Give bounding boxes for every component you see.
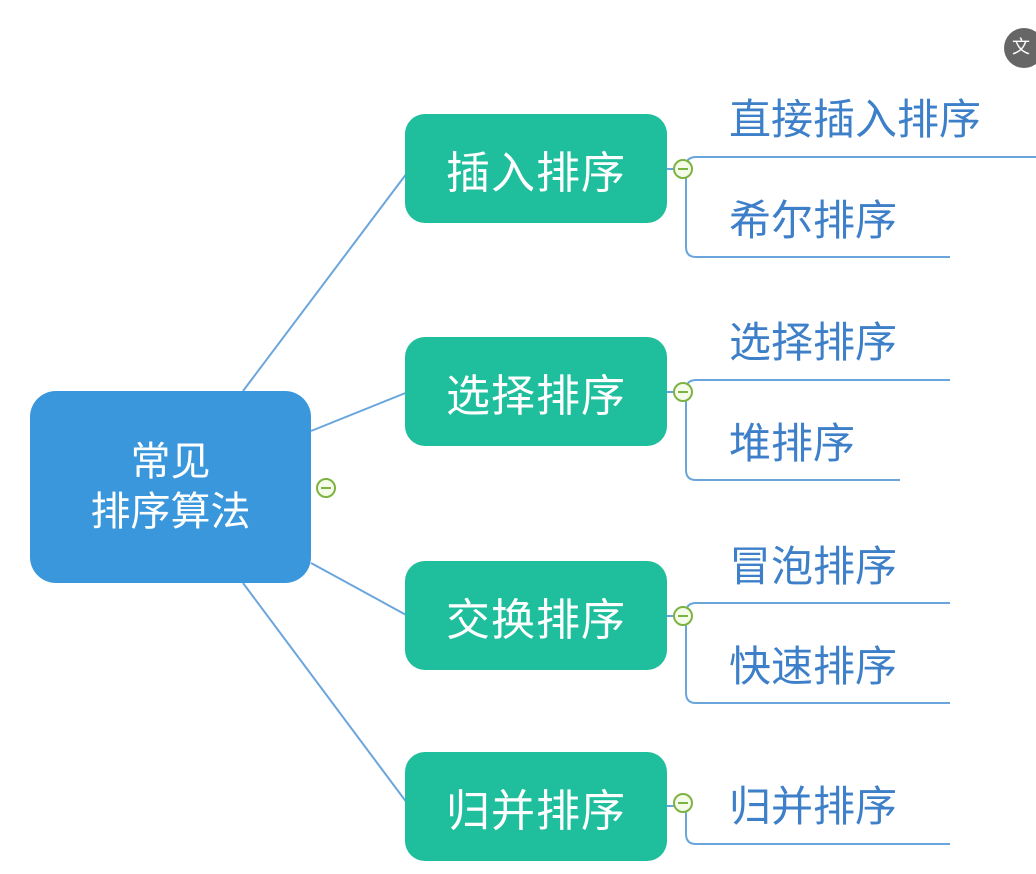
- root-line-1: 常见: [130, 439, 211, 485]
- leaf-merge-sort[interactable]: 归并排序: [729, 782, 898, 831]
- branch-node-insertion[interactable]: 插入排序: [405, 114, 667, 223]
- connector-root-merge: [242, 582, 411, 808]
- root-line-2: 排序算法: [90, 489, 251, 535]
- leaf-selection-sort[interactable]: 选择排序: [729, 318, 898, 367]
- leaf-direct-insertion-sort[interactable]: 直接插入排序: [729, 95, 982, 144]
- connector-bracket-insertion: [685, 156, 1036, 258]
- connector-bracket-selection: [685, 379, 950, 481]
- leaf-quick-sort[interactable]: 快速排序: [729, 642, 898, 691]
- leaf-shell-sort[interactable]: 希尔排序: [729, 196, 898, 245]
- collapse-toggle-merge[interactable]: [673, 793, 693, 813]
- branch-node-selection[interactable]: 选择排序: [405, 337, 667, 446]
- collapse-toggle-root[interactable]: [316, 478, 336, 498]
- leaf-bubble-sort[interactable]: 冒泡排序: [729, 542, 898, 591]
- collapse-toggle-insertion[interactable]: [673, 159, 693, 179]
- branch-node-exchange[interactable]: 交换排序: [405, 561, 667, 670]
- connector-root-exchange: [310, 562, 409, 617]
- translate-icon[interactable]: 文: [1004, 28, 1036, 68]
- connector-root-insertion: [242, 168, 411, 392]
- leaf-heap-sort[interactable]: 堆排序: [729, 419, 856, 468]
- connector-bracket-exchange: [685, 602, 950, 704]
- connector-bracket-merge: [685, 812, 950, 845]
- root-node[interactable]: 常见 排序算法: [30, 391, 311, 583]
- branch-node-merge[interactable]: 归并排序: [405, 752, 667, 861]
- connector-root-selection: [310, 391, 409, 432]
- collapse-toggle-selection[interactable]: [673, 382, 693, 402]
- collapse-toggle-exchange[interactable]: [673, 606, 693, 626]
